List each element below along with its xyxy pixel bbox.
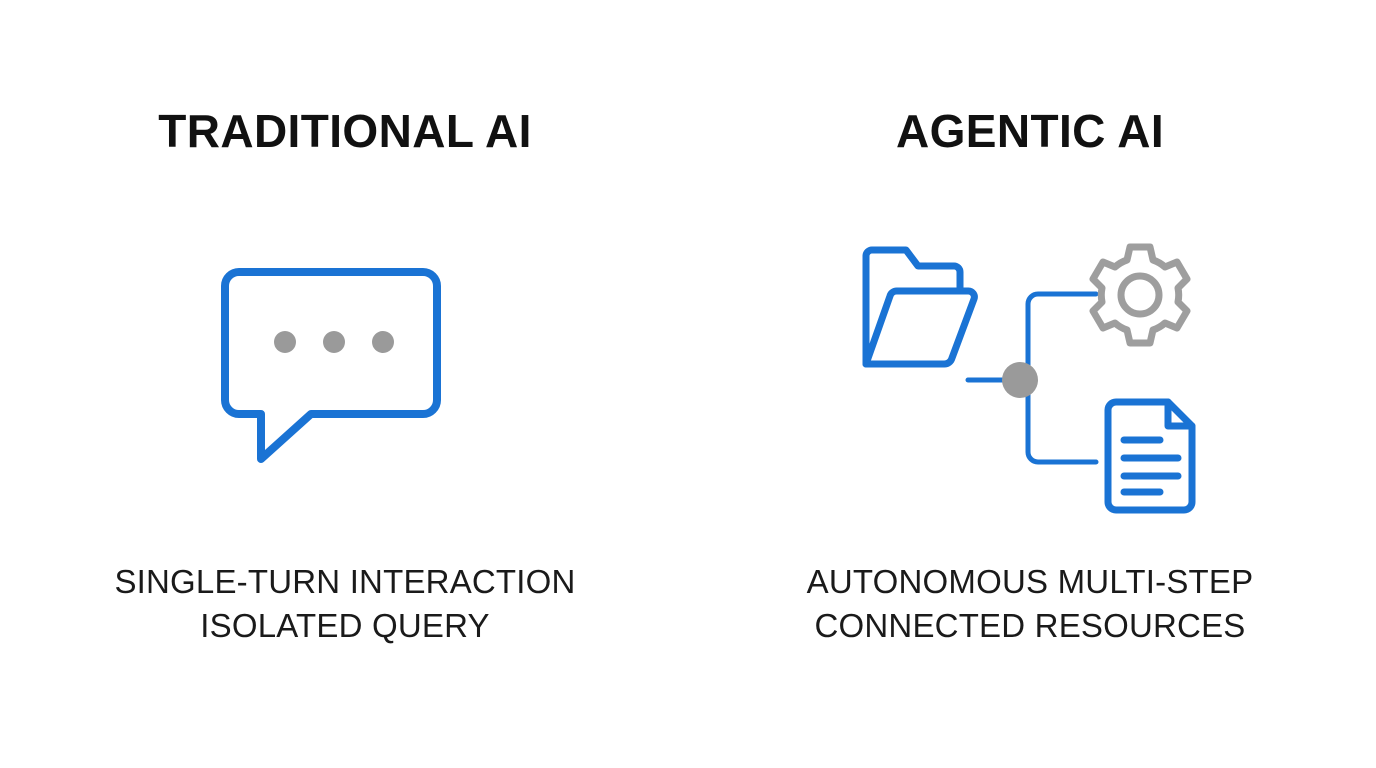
caption-line-1: SINGLE-TURN INTERACTION [114,563,576,600]
connector-hub-to-document [1025,377,1099,465]
page-title-traditional-ai: TRADITIONAL AI [158,105,532,157]
connector-hub-to-gear [1025,291,1099,383]
hub-node [1002,362,1038,398]
typing-dot-2 [323,331,345,353]
speech-bubble-icon [221,268,441,463]
folder-back-panel [862,246,964,368]
folder-icon [862,246,978,368]
column-traditional-ai: TRADITIONAL AI SINGLE-TURN INTERACTION I… [40,0,650,768]
speech-bubble-outline [221,268,441,463]
document-folded-corner [1164,398,1196,430]
caption-line-2: ISOLATED QUERY [200,606,490,644]
gear-icon [1089,243,1191,347]
caption-agentic-ai: AUTONOMOUS MULTI-STEP CONNECTED RESOURCE… [730,560,1330,647]
caption-line-2: CONNECTED RESOURCES [814,606,1246,644]
caption-traditional-ai: SINGLE-TURN INTERACTION ISOLATED QUERY [40,560,650,647]
caption-line-1: AUTONOMOUS MULTI-STEP [806,563,1254,600]
icon-stage-traditional-ai [40,230,650,530]
gear-teeth-outline [1089,243,1191,347]
connected-resources-icon [862,243,1196,514]
folder-front-flap [862,287,978,368]
icon-stage-agentic-ai [730,230,1330,530]
typing-dot-3 [372,331,394,353]
column-agentic-ai: AGENTIC AI [730,0,1330,768]
gear-center-hole [1117,272,1163,318]
document-icon [1104,398,1196,514]
page-title-agentic-ai: AGENTIC AI [895,105,1165,157]
typing-dot-1 [274,331,296,353]
